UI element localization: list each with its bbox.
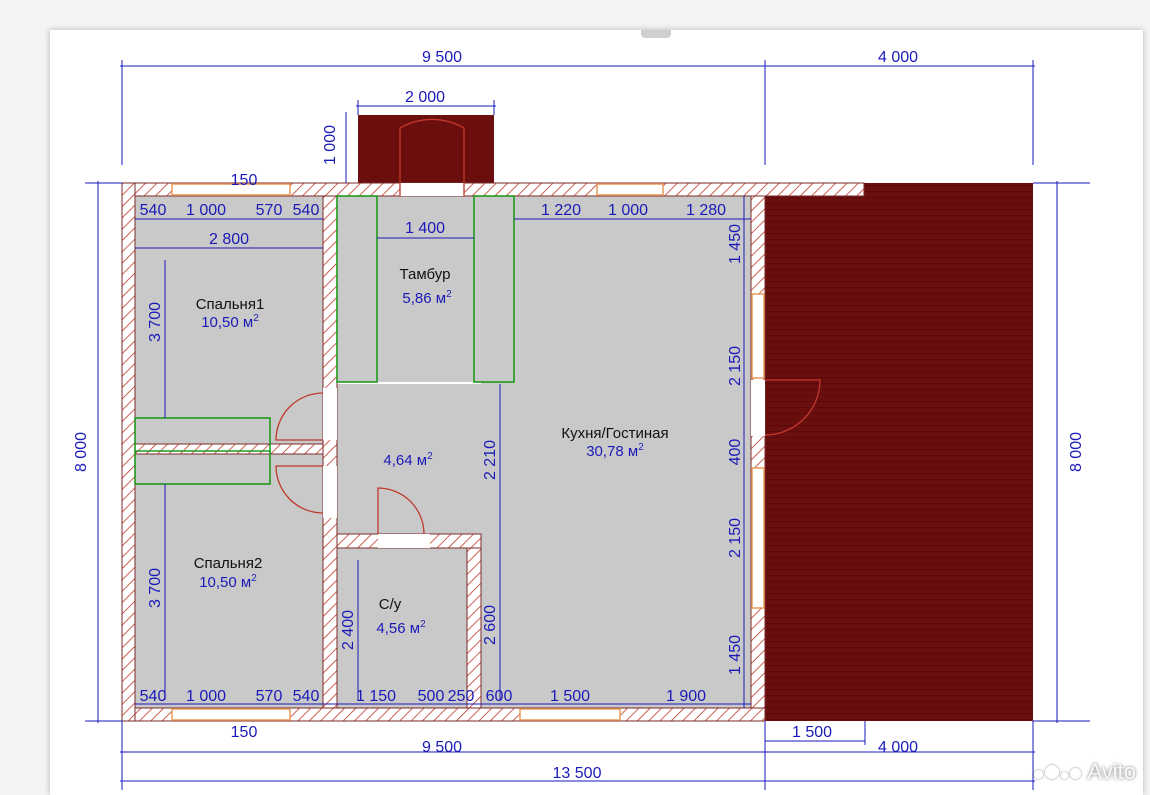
room-area-bedroom2: 10,50 м2 bbox=[199, 573, 257, 591]
avito-logo-text: Avito bbox=[1087, 759, 1136, 784]
windows bbox=[171, 183, 765, 721]
scroll-tab[interactable] bbox=[641, 30, 671, 38]
dim-porch-width: 2 000 bbox=[405, 89, 445, 106]
floor-bedroom2 bbox=[135, 454, 323, 708]
dim-right-wall-5: 1 450 bbox=[727, 635, 744, 675]
room-area-bedroom1: 10,50 м2 bbox=[201, 313, 259, 331]
floor-closet-right bbox=[474, 196, 514, 382]
room-area-kitchen-living: 30,78 м2 bbox=[586, 442, 644, 460]
dim-bottom-left-3: 570 bbox=[256, 688, 283, 705]
dim-top-kitchen-3: 1 280 bbox=[686, 202, 726, 219]
room-name-bathroom: С/у bbox=[379, 596, 402, 613]
room-name-vestibule: Тамбур bbox=[400, 266, 451, 283]
dim-bottom-window-offset: 150 bbox=[231, 724, 258, 741]
dim-bottom-main: 9 500 bbox=[422, 739, 462, 756]
dim-vestibule-inner: 1 400 bbox=[405, 220, 445, 237]
dim-right-wall-3: 400 bbox=[727, 439, 744, 466]
door-arcs bbox=[275, 118, 821, 535]
floor-kitchen-living bbox=[481, 196, 751, 708]
dim-porch-depth: 1 000 bbox=[322, 125, 339, 165]
dim-top-kitchen-1: 1 220 bbox=[541, 202, 581, 219]
dim-bedroom-width: 2 800 bbox=[209, 231, 249, 248]
avito-logo-icon bbox=[1034, 765, 1082, 779]
dim-right-wall-4: 2 150 bbox=[727, 518, 744, 558]
room-area-vestibule: 5,86 м2 bbox=[402, 289, 452, 307]
dim-total-width: 13 500 bbox=[553, 765, 602, 782]
dim-bottom-left-4: 540 bbox=[293, 688, 320, 705]
dim-bottom-kitchen-1: 1 500 bbox=[550, 688, 590, 705]
dim-right-total: 8 000 bbox=[1068, 432, 1085, 472]
floor-bathroom bbox=[337, 548, 467, 708]
floor-bedroom1 bbox=[135, 196, 323, 418]
porch bbox=[358, 115, 494, 183]
dim-top-terrace: 4 000 bbox=[878, 49, 918, 66]
room-name-kitchen-living: Кухня/Гостиная bbox=[561, 425, 668, 442]
dim-top-kitchen-2: 1 000 bbox=[608, 202, 648, 219]
dim-bottom-mid-1: 1 150 bbox=[356, 688, 396, 705]
floor-hall bbox=[337, 384, 481, 534]
dim-right-wall-1: 1 450 bbox=[727, 224, 744, 264]
closets bbox=[134, 195, 515, 485]
dim-bedroom1-height: 3 700 bbox=[147, 302, 164, 342]
dim-bath-height: 2 400 bbox=[340, 610, 357, 650]
dim-top-main: 9 500 bbox=[422, 49, 462, 66]
door-openings bbox=[323, 183, 765, 548]
room-area-bathroom: 4,56 м2 bbox=[376, 619, 426, 637]
dim-hall-height: 2 210 bbox=[482, 440, 499, 480]
dim-top-left-1: 540 bbox=[140, 202, 167, 219]
dim-bottom-terrace: 4 000 bbox=[878, 739, 918, 756]
avito-watermark: Avito bbox=[1034, 759, 1136, 785]
dim-top-left-2: 1 000 bbox=[186, 202, 226, 219]
dim-bedroom2-height: 3 700 bbox=[147, 568, 164, 608]
dimension-lines bbox=[85, 60, 1090, 790]
room-name-bedroom2: Спальня2 bbox=[194, 555, 263, 572]
dim-bottom-left-2: 1 000 bbox=[186, 688, 226, 705]
dim-left-total: 8 000 bbox=[73, 432, 90, 472]
dim-right-wall-2: 2 150 bbox=[727, 346, 744, 386]
dim-bottom-mid-2: 500 bbox=[418, 688, 445, 705]
room-name-bedroom1: Спальня1 bbox=[196, 296, 265, 313]
dim-bottom-mid-4: 600 bbox=[486, 688, 513, 705]
terrace bbox=[765, 183, 1033, 721]
floor-closet-left bbox=[337, 196, 377, 382]
dim-top-window-offset: 150 bbox=[231, 172, 258, 189]
dim-bottom-mid-3: 250 bbox=[448, 688, 475, 705]
dim-top-left-4: 540 bbox=[293, 202, 320, 219]
dim-kitchen-left-height: 2 600 bbox=[482, 605, 499, 645]
dim-top-left-3: 570 bbox=[256, 202, 283, 219]
room-area-hall: 4,64 м2 bbox=[383, 451, 433, 469]
dim-bottom-left-1: 540 bbox=[140, 688, 167, 705]
dim-bottom-kitchen-2: 1 900 bbox=[666, 688, 706, 705]
dim-terrace-step: 1 500 bbox=[792, 724, 832, 741]
